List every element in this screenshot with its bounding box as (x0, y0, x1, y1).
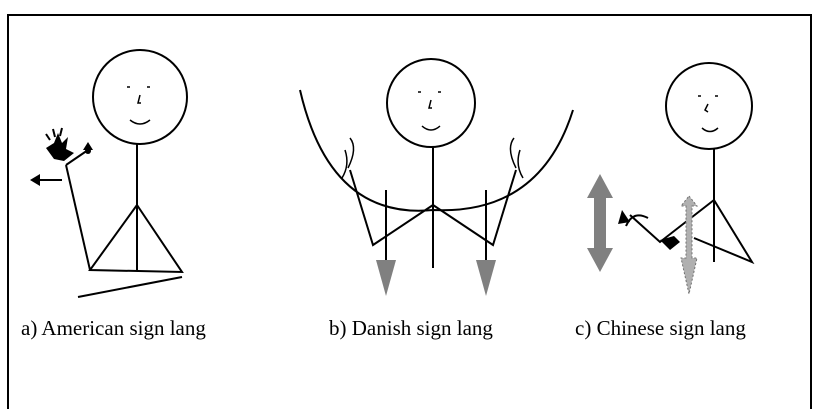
arc-danish (299, 89, 574, 212)
down-arrow-right-danish (476, 260, 496, 296)
head-danish (386, 58, 476, 148)
left-arm-american (65, 164, 91, 271)
caption-chinese: c) Chinese sign lang (575, 316, 746, 340)
figure-frame (7, 14, 812, 409)
hand-chinese (660, 236, 680, 250)
face-chinese (698, 95, 719, 133)
hand-american (30, 127, 93, 186)
arrows-danish (376, 260, 496, 296)
figure-chinese (629, 62, 755, 265)
left-arm-chinese (629, 199, 715, 244)
right-arm-american (88, 204, 184, 274)
ground-line-american (77, 276, 183, 298)
caption-danish: b) Danish sign lang (329, 316, 493, 340)
figure-danish (299, 58, 574, 268)
head-american (92, 49, 188, 145)
arrows-chinese (587, 174, 699, 295)
spade-marker-american (83, 142, 93, 150)
face-danish (418, 91, 441, 131)
curve-arrow-chinese (625, 214, 649, 227)
dotted-arrow-chinese (679, 195, 699, 295)
left-hand-danish (341, 137, 355, 179)
right-arm-chinese (693, 199, 755, 265)
up-down-arrow-chinese (587, 174, 613, 272)
right-hand-danish (509, 137, 524, 179)
down-arrow-left-danish (376, 260, 396, 296)
face-american (127, 86, 151, 125)
right-arm-danish (432, 169, 517, 247)
caption-american: a) American sign lang (21, 316, 206, 340)
hand-shape-american (46, 133, 74, 161)
head-chinese (665, 62, 753, 150)
forearm-american (65, 149, 89, 166)
left-arm-danish (349, 169, 434, 247)
figure-american (65, 49, 188, 298)
